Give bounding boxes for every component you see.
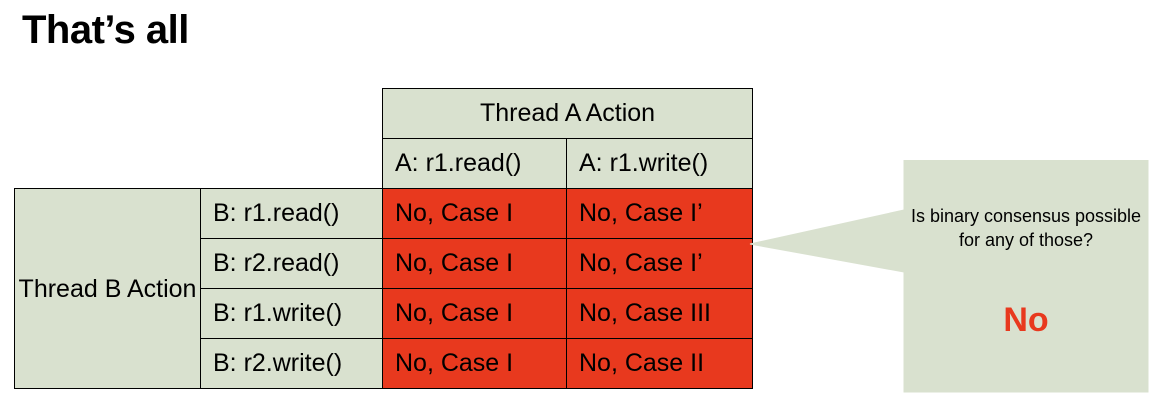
result-cell: No, Case I: [382, 188, 567, 239]
table-row: B: r2.read() No, Case I No, Case I’: [15, 238, 753, 289]
result-cell: No, Case I: [382, 288, 567, 339]
slide-title: That’s all: [22, 8, 189, 52]
row-label: B: r1.read(): [200, 188, 383, 239]
col-header: A: r1.read(): [382, 138, 567, 189]
blank-cell: [201, 89, 383, 139]
table-header-row: Thread A Action: [15, 88, 753, 139]
result-cell: No, Case II: [566, 338, 753, 389]
table-row: B: r2.write() No, Case I No, Case II: [15, 338, 753, 389]
result-cell: No, Case III: [566, 288, 753, 339]
callout-question: Is binary consensus possible for any of …: [910, 206, 1142, 250]
col-header: A: r1.write(): [566, 138, 753, 189]
row-label: B: r2.write(): [200, 338, 383, 389]
result-cell: No, Case I’: [566, 238, 753, 289]
blank-cell: [15, 89, 201, 139]
row-label: B: r1.write(): [200, 288, 383, 339]
callout-bubble: [749, 160, 1149, 393]
blank-cell: [15, 139, 201, 189]
result-cell: No, Case I: [382, 238, 567, 289]
callout-answer: No: [1003, 301, 1049, 339]
row-label: B: r2.read(): [200, 238, 383, 289]
thread-b-header: Thread B Action: [14, 188, 201, 389]
result-cell: No, Case I’: [566, 188, 753, 239]
actions-table: Thread A Action A: r1.read() A: r1.write…: [14, 88, 753, 389]
result-cell: No, Case I: [382, 338, 567, 389]
thread-a-header: Thread A Action: [382, 88, 753, 139]
table-row: B: r1.write() No, Case I No, Case III: [15, 288, 753, 339]
table-row: Thread B Action B: r1.read() No, Case I …: [14, 188, 753, 389]
table-subheader-row: A: r1.read() A: r1.write(): [15, 138, 753, 189]
blank-cell: [201, 139, 383, 189]
callout-shape: [749, 160, 1149, 393]
